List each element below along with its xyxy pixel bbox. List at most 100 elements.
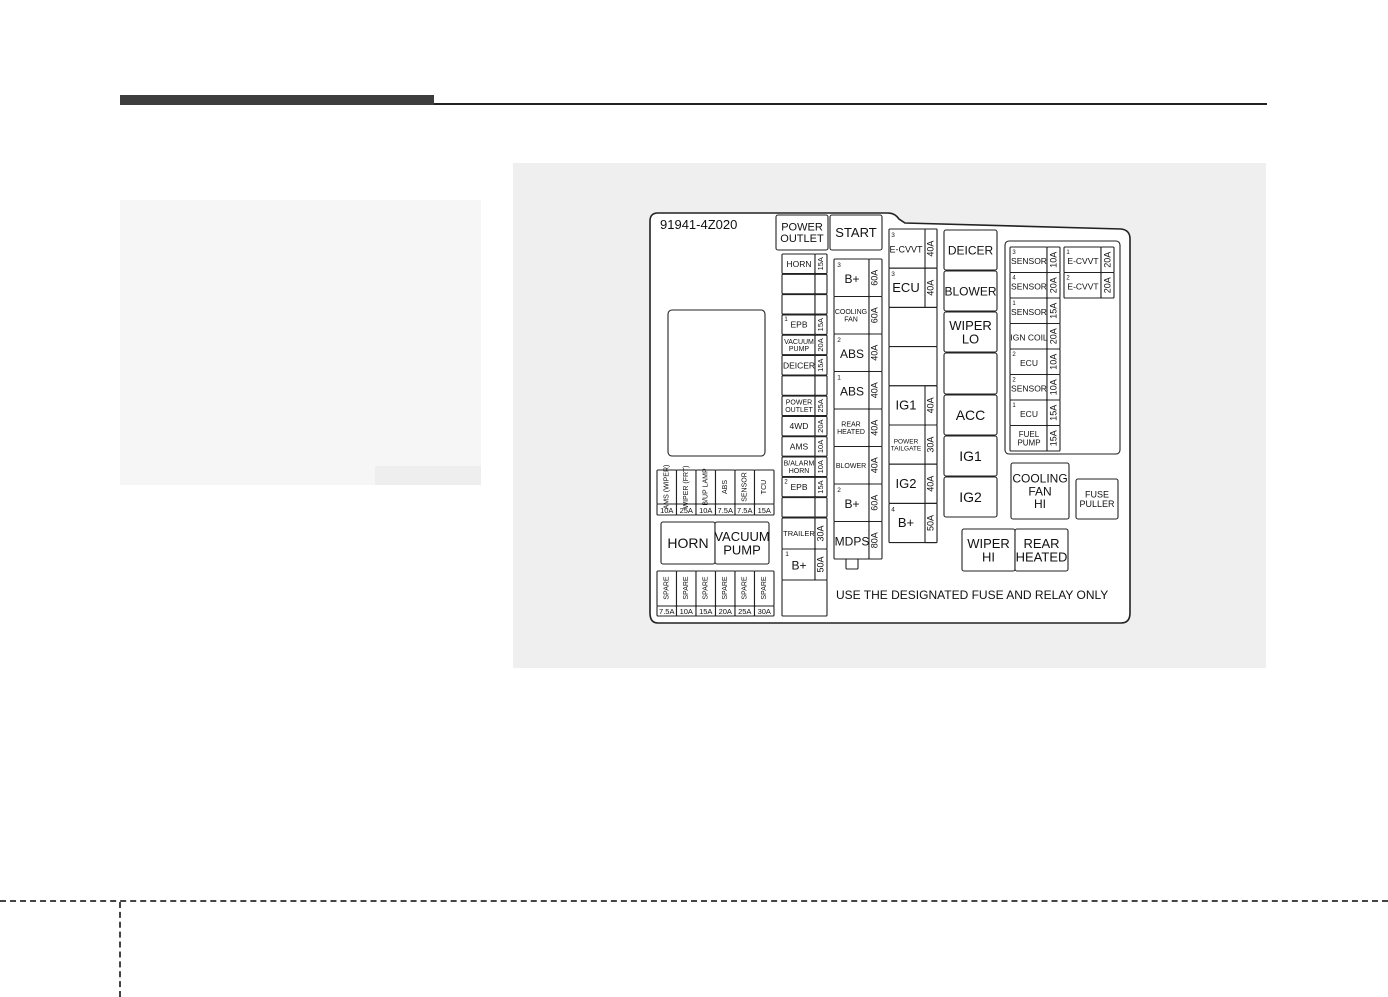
v-wiper-frt-label: WIPER (FRT) (683, 465, 690, 508)
r-rear-heated (1014, 528, 1069, 572)
m-horn-rating-box (814, 253, 828, 275)
m-power-outlet-rating-box (814, 395, 828, 417)
s2-rating: 10A (680, 607, 693, 616)
m-power-outlet-label-line-1: OUTLET (785, 407, 813, 414)
r-wiper-hi-label-line-1: HI (982, 550, 995, 565)
m-ams-rating: 10A (816, 440, 825, 453)
m-blank4-rating-box (814, 497, 828, 518)
mf-abs-2-rating: 40A (869, 345, 879, 361)
mf-rear-heated-rating: 40A (869, 420, 879, 436)
mf-b-plus-4-rating: 50A (925, 515, 935, 531)
m-b-alarm-rating: 10A (816, 460, 825, 473)
mf-power-tailgate-label-line-1: TAILGATE (891, 445, 922, 452)
mf-e-cvvt-3-rating: 40A (925, 241, 935, 257)
mf-cooling-fan-label-line-1: FAN (844, 316, 858, 323)
header-bar-thick (120, 95, 434, 105)
tf-trailer-label-line-0: TRAILER (783, 529, 815, 538)
v-b-up-lamp-rating: 10A (699, 506, 712, 515)
m-deicer-label-line-0: DEICER (783, 360, 815, 370)
mf-b-plus-4-num: 4 (891, 506, 895, 513)
mf-cooling-fan-label-line-0: COOLING (835, 309, 867, 316)
v-sensor-label: SENSOR (742, 472, 749, 502)
r-wiper-lo-label-line-1: LO (962, 332, 979, 347)
rf-sensor-2-rating: 10A (1048, 379, 1058, 395)
v-wiper-frt-rating: 25A (680, 506, 693, 515)
rf-fuel-pump-rating-box (1046, 424, 1061, 452)
rf-fuel-pump-rating: 15A (1048, 430, 1058, 446)
m-ams-rating-box (814, 436, 828, 457)
rf-sensor-4-num: 4 (1012, 276, 1016, 282)
m-4wd-rating-box (814, 415, 828, 437)
r-power-outlet-label-line-1: OUTLET (780, 233, 824, 245)
r-ig1 (943, 435, 998, 477)
r-ig2-label-line-0: IG2 (959, 489, 982, 505)
r-vacuum-pump (714, 521, 770, 565)
designated-fuse-notice: USE THE DESIGNATED FUSE AND RELAY ONLY (836, 588, 1108, 602)
mf-cooling-fan-rating: 60A (869, 307, 879, 323)
part-number: 91941-4Z020 (660, 217, 737, 232)
rf-ecu-1-label: ECU (1020, 409, 1038, 419)
m-epb-rating: 15A (816, 318, 825, 331)
r-wiper-lo (943, 311, 998, 353)
s6-label: SPARE (761, 576, 768, 600)
blank-panel (667, 309, 766, 457)
v-sensor-rating: 7.5A (737, 506, 752, 515)
v-tcu-rating-box (753, 503, 775, 516)
r-power-outlet (775, 214, 829, 251)
mf-b-plus-2-num: 2 (837, 487, 841, 494)
mf-e-cvvt-3-label: E-CVVT (889, 245, 923, 255)
tf-trailer-rating: 30A (815, 525, 825, 541)
mf-abs-2-num: 2 (837, 337, 841, 344)
v-ams-wiper-rating: 10A (660, 506, 673, 515)
rf-sensor-3-rating: 10A (1048, 252, 1058, 268)
m-deicer-rating: 15A (816, 359, 825, 372)
mf-ecu-3-label: ECU (892, 280, 919, 295)
m-horn-label-line-0: HORN (786, 259, 811, 269)
mdps-tab (845, 558, 859, 570)
r-ig2 (943, 476, 998, 518)
s6-rating: 30A (758, 607, 771, 616)
m-4wd-label-line-0: 4WD (790, 421, 809, 431)
mf-blower-rating: 40A (869, 457, 879, 473)
rf-ign-coil-label: IGN COIL (1010, 332, 1048, 342)
side-panel-tab (375, 466, 481, 485)
mf-blank-b-outer (888, 346, 938, 387)
mf-ecu-3-num: 3 (891, 271, 895, 278)
s3-label: SPARE (703, 576, 710, 600)
mf-b-plus-4-rating-box (924, 502, 938, 544)
rf-sensor-3-num: 3 (1012, 250, 1016, 256)
r-fuse-puller-label-line-0: FUSE (1085, 490, 1109, 500)
m-epb2-rating: 15A (816, 480, 825, 493)
mf-b-plus-3-label: B+ (844, 272, 859, 286)
m-ams-label-line-0: AMS (790, 442, 809, 452)
tf-b-plus-1-rating: 50A (815, 556, 825, 572)
mf-abs-1-label: ABS (840, 384, 864, 398)
mf-mdps-label: MDPS (835, 534, 870, 548)
m-blank3-body (781, 375, 816, 396)
mf-rear-heated-label-line-0: REAR (841, 422, 860, 429)
rf-sensor-4-rating: 20A (1048, 277, 1058, 293)
mf-power-tailgate-label-line-0: POWER (894, 439, 919, 446)
m-blank4-body (781, 497, 816, 518)
m-blank2-body (781, 294, 816, 315)
r-power-outlet-label-line-0: POWER (781, 222, 823, 234)
r-deicer (943, 229, 998, 271)
r-fuse-puller (1075, 478, 1119, 520)
mf-power-tailgate-rating: 30A (925, 437, 935, 453)
m-4wd-rating: 20A (816, 419, 825, 432)
v-b-up-lamp-label: B/UP LAMP (703, 468, 710, 506)
v-abs-label: ABS (722, 480, 729, 494)
mf-mdps-rating-box (868, 520, 883, 560)
rf-e-cvvt-1-label: E-CVVT (1067, 256, 1098, 266)
rf-e-cvvt-2-rating-box (1100, 271, 1115, 299)
tf-b-plus-1-num: 1 (785, 551, 789, 558)
m-power-outlet-label-line-0: POWER (786, 400, 812, 407)
m-epb-label-line-0: EPB (790, 320, 807, 330)
r-start (829, 214, 883, 251)
m-epb-num: 1 (784, 317, 788, 323)
rf-fuel-pump-label-line-1: PUMP (1017, 438, 1040, 447)
m-blank1-rating-box (814, 273, 828, 295)
v-abs-rating: 7.5A (718, 506, 733, 515)
